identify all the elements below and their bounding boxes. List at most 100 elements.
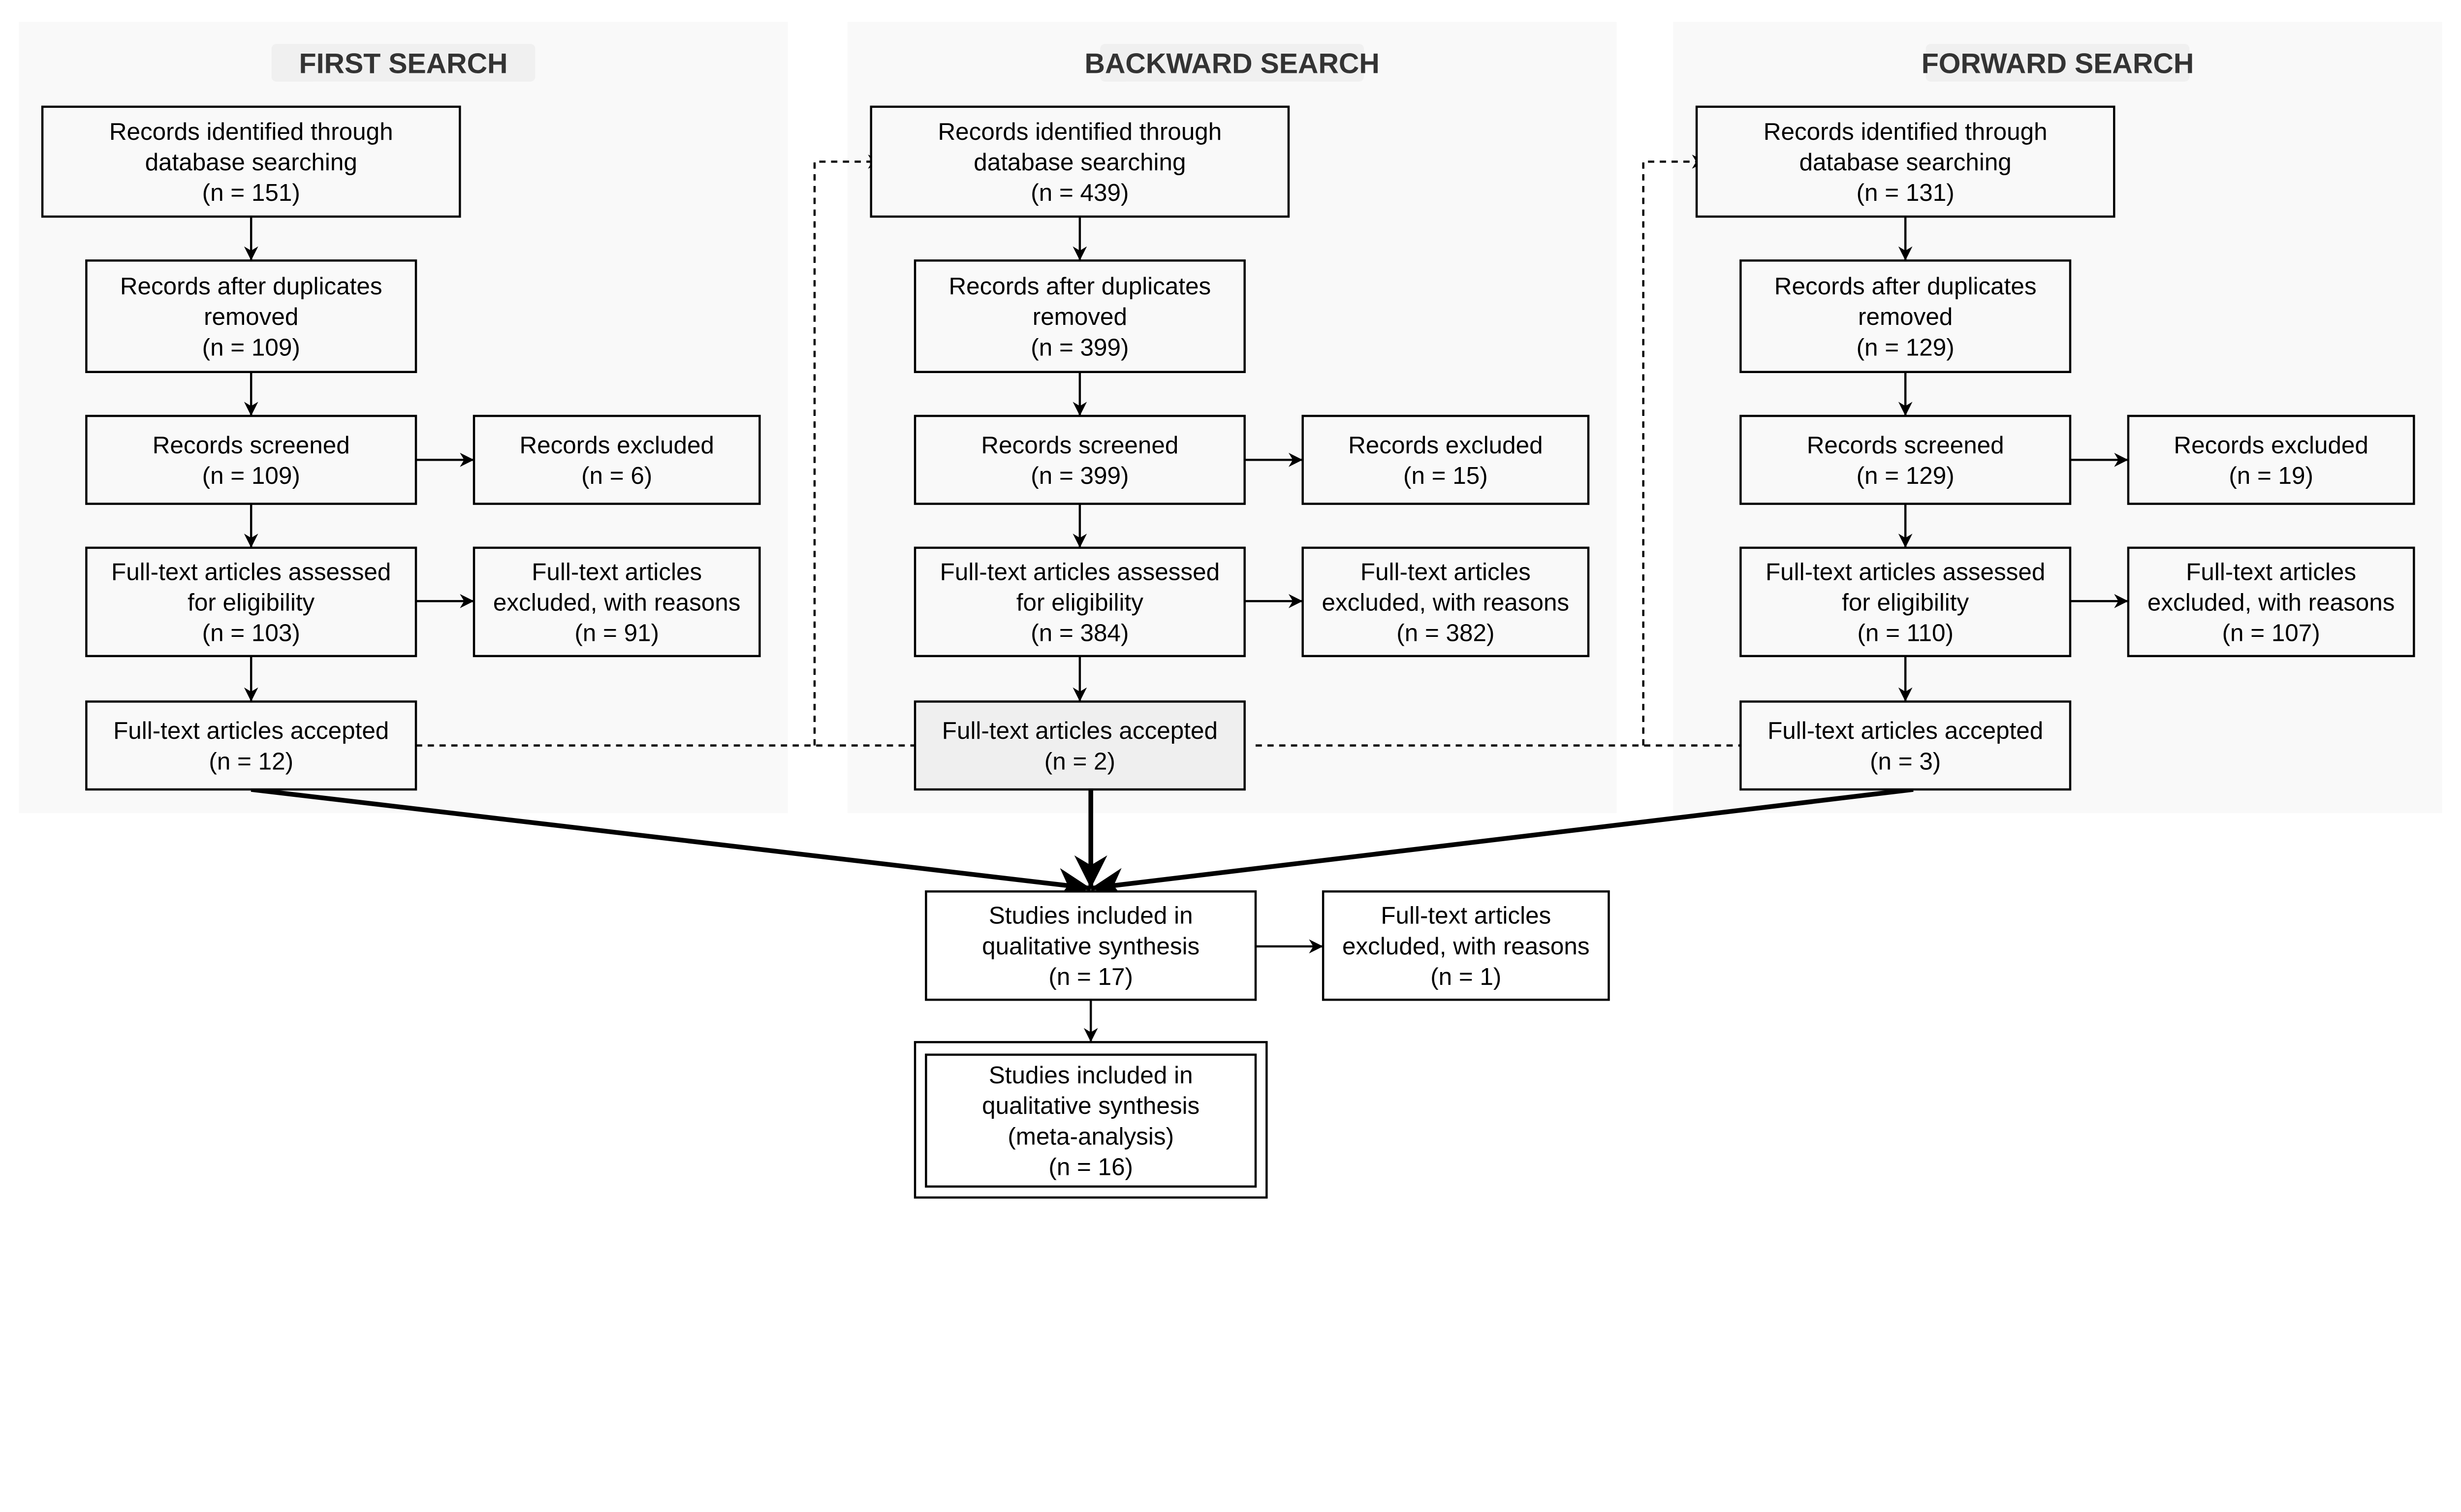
synthesis-included-box-line: (n = 17) [1048, 963, 1133, 990]
first-title-bg [271, 44, 536, 82]
first-duplicates-box-line: removed [204, 303, 298, 330]
forward-duplicates-box-line: removed [1858, 303, 1953, 330]
forward-screened-box-line: Records screened [1807, 432, 2004, 459]
connectors-layer [244, 155, 2128, 1042]
meta-analysis-box-line: (n = 16) [1048, 1154, 1133, 1181]
backward-identified-box-line: Records identified through [938, 118, 1222, 145]
backward-screened-box-border [914, 414, 1246, 505]
forward-identified-box-line: Records identified through [1764, 118, 2048, 145]
backward-duplicates-box: Records after duplicates removed (n = 399) [914, 259, 1246, 373]
synthesis-included-box-border [925, 890, 1257, 1001]
synthesis-included-box-line: qualitative synthesis [982, 933, 1199, 960]
backward-fulltext-excluded-box-line: excluded, with reasons [1322, 589, 1570, 616]
backward-fulltext-excluded-box-border [1301, 546, 1590, 658]
meta-analysis-box-line: Studies included in [989, 1062, 1193, 1089]
first-search-title: FIRST SEARCH [299, 48, 508, 79]
first-excluded-box-line: Records excluded [519, 432, 714, 459]
backward-screened-box-line: Records screened [981, 432, 1178, 459]
synthesis-excluded-box: Full-text articles excluded, with reasons… [1322, 890, 1610, 1001]
merge-arrow-forward [1090, 787, 1914, 901]
forward-duplicates-box-line: (n = 129) [1857, 334, 1955, 361]
first-screened-box-line: (n = 109) [202, 462, 300, 489]
forward-accepted-box-border [1739, 700, 2072, 791]
first-duplicates-box-line: (n = 109) [202, 334, 300, 361]
forward-identified-box-line: database searching [1799, 149, 2012, 176]
forward-excluded-box-line: Records excluded [2174, 432, 2368, 459]
synthesis-excluded-box-border [1322, 890, 1610, 1001]
first-duplicates-box-line: Records after duplicates [120, 273, 382, 300]
first-fulltext-excluded-box-line: excluded, with reasons [493, 589, 741, 616]
backward-search-title: BACKWARD SEARCH [1085, 48, 1380, 79]
forward-duplicates-box-line: Records after duplicates [1774, 273, 2037, 300]
forward-accepted-box-line: Full-text articles accepted [1767, 717, 2043, 744]
flow-diagram-canvas: FIRST SEARCH BACKWARD SEARCH FORWARD SEARC… [41, 44, 2415, 1199]
first-screened-box-border [85, 414, 417, 505]
first-screened-box-line: Records screened [153, 432, 350, 459]
synthesis-excluded-box-line: excluded, with reasons [1342, 933, 1590, 960]
forward-fulltext-excluded-box-line: excluded, with reasons [2147, 589, 2395, 616]
backward-title-bg [1100, 44, 1364, 82]
forward-screened-box: Records screened (n = 129) [1739, 414, 2072, 505]
first-fulltext-box: Full-text articles assessed for eligibili… [85, 546, 417, 658]
backward-identified-box-line: (n = 439) [1031, 179, 1129, 206]
first-excluded-box-border [473, 414, 761, 505]
forward-fulltext-excluded-box-line: Full-text articles [2186, 558, 2356, 585]
first-excluded-box: Records excluded (n = 6) [473, 414, 761, 505]
first-excluded-box-line: (n = 6) [581, 462, 652, 489]
backward-duplicates-box-border [914, 259, 1246, 373]
backward-duplicates-box-line: removed [1033, 303, 1127, 330]
backward-fulltext-box-line: Full-text articles assessed [940, 558, 1220, 585]
first-accepted-box-line: Full-text articles accepted [113, 717, 389, 744]
forward-screened-box-line: (n = 129) [1857, 462, 1955, 489]
first-accepted-box: Full-text articles accepted(n = 12) [85, 700, 417, 791]
synthesis-included-box: Studies included in qualitative synthesis… [925, 890, 1257, 1001]
forward-excluded-box: Records excluded (n = 19) [2127, 414, 2415, 505]
backward-identified-box: Records identified through database searc… [870, 105, 1290, 218]
first-duplicates-box: Records after duplicates removed (n = 109) [85, 259, 417, 373]
forward-search-title: FORWARD SEARCH [1922, 48, 2194, 79]
merge-arrow-first [251, 787, 1091, 901]
forward-identified-box-line: (n = 131) [1857, 179, 1955, 206]
meta-analysis-box-border [925, 1053, 1257, 1188]
first-duplicates-box-border [85, 259, 417, 373]
backward-excluded-box-line: Records excluded [1348, 432, 1543, 459]
backward-fulltext-excluded-box-line: (n = 382) [1396, 620, 1494, 647]
forward-fulltext-box-line: (n = 110) [1857, 620, 1953, 647]
backward-excluded-box-line: (n = 15) [1403, 462, 1488, 489]
forward-duplicates-box: Records after duplicates removed (n = 129) [1739, 259, 2072, 373]
forward-fulltext-box-line: for eligibility [1842, 589, 1969, 616]
meta-analysis-box-line: qualitative synthesis [982, 1092, 1199, 1119]
backward-identified-box-line: database searching [974, 149, 1186, 176]
boxes-layer: Records identified through database searc… [41, 105, 2415, 1199]
forward-accepted-box-line: (n = 3) [1870, 748, 1941, 775]
backward-duplicates-box-line: (n = 399) [1031, 334, 1129, 361]
first-fulltext-excluded-box-line: Full-text articles [532, 558, 702, 585]
backward-excluded-box-border [1301, 414, 1590, 505]
forward-excluded-box-border [2127, 414, 2415, 505]
forward-fulltext-excluded-box: Full-text articles excluded, with reasons… [2127, 546, 2415, 658]
first-identified-box-line: database searching [145, 149, 357, 176]
backward-accepted-box-border [914, 700, 1246, 791]
backward-fulltext-box-border [914, 546, 1246, 658]
forward-title-bg [1925, 44, 2190, 82]
backward-identified-box-border [870, 105, 1290, 218]
synthesis-excluded-box-line: Full-text articles [1381, 902, 1551, 929]
backward-duplicates-box-line: Records after duplicates [948, 273, 1211, 300]
first-fulltext-box-line: Full-text articles assessed [111, 558, 391, 585]
forward-identified-box-border [1695, 105, 2115, 218]
forward-excluded-box-line: (n = 19) [2229, 462, 2313, 489]
prisma-flow-diagram: FIRST SEARCH BACKWARD SEARCH FORWARD SEARC… [41, 44, 2415, 1199]
forward-screened-box-border [1739, 414, 2072, 505]
synthesis-included-box-line: Studies included in [989, 902, 1193, 929]
first-fulltext-box-line: for eligibility [188, 589, 315, 616]
first-identified-box-line: (n = 151) [202, 179, 300, 206]
backward-accepted-box-line: (n = 2) [1044, 748, 1115, 775]
forward-fulltext-excluded-box-border [2127, 546, 2415, 658]
dashed-arrow-to-forward [1642, 155, 1706, 746]
first-identified-box-border [41, 105, 461, 218]
backward-fulltext-box-line: (n = 384) [1031, 620, 1129, 647]
backward-fulltext-box-line: for eligibility [1016, 589, 1143, 616]
